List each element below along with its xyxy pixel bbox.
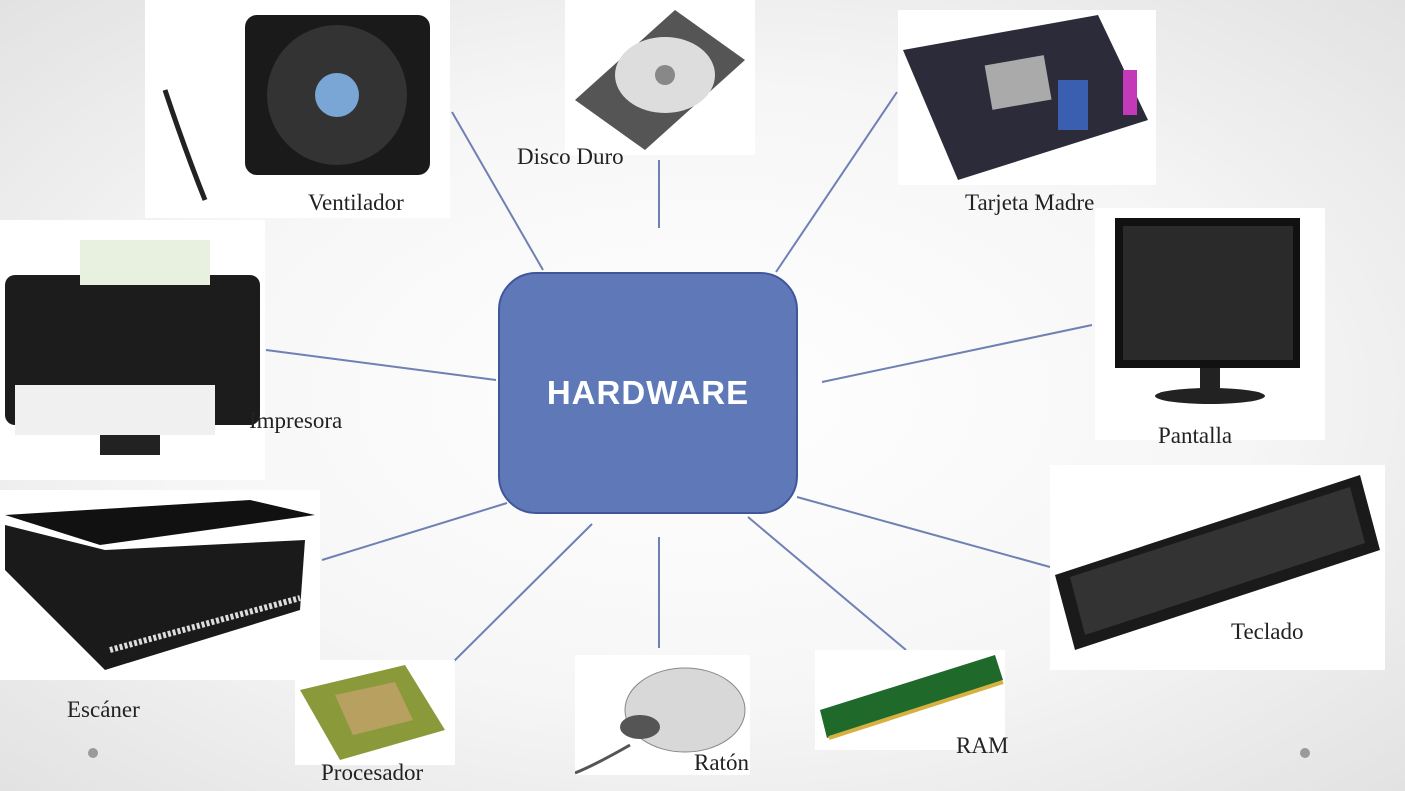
ram-icon [815,650,1005,750]
slide-dot-left [88,748,98,758]
label-procesador: Procesador [321,760,424,785]
label-teclado: Teclado [1231,619,1304,644]
motherboard-icon [898,10,1156,185]
label-disco-duro: Disco Duro [517,144,624,169]
keyboard-icon [1050,465,1385,670]
label-tarjeta-madre: Tarjeta Madre [965,190,1095,215]
label-ram: RAM [956,733,1009,758]
line-escaner [321,502,508,561]
cpu-icon [295,660,455,765]
fan-icon [145,0,450,218]
line-procesador [434,523,593,681]
label-impresora: Impresora [249,408,343,433]
line-tarjeta [775,91,898,273]
label-raton: Ratón [694,750,749,775]
hardware-node: HARDWARE [498,272,798,514]
scanner-icon [0,490,320,680]
line-impresora [265,349,497,381]
mouse-icon [574,655,750,775]
printer-icon [0,220,265,480]
hard-drive-icon [565,0,755,155]
line-ventilador [451,111,544,271]
monitor-icon [1095,208,1325,440]
label-ventilador: Ventilador [308,190,404,215]
label-escaner: Escáner [67,697,140,722]
line-pantalla [821,324,1093,383]
hardware-title: HARDWARE [546,374,750,411]
line-teclado [796,496,1051,568]
line-ram [747,516,907,651]
slide-dot-right [1300,748,1310,758]
label-pantalla: Pantalla [1158,423,1233,448]
